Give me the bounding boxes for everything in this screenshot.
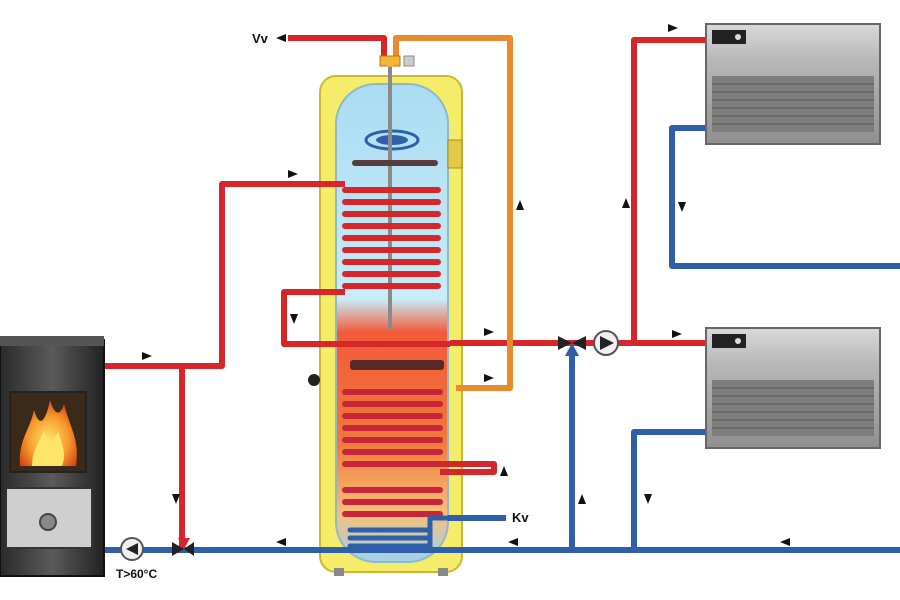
fire-icon (19, 400, 77, 466)
return-pump-icon (120, 537, 144, 561)
three-way-valve-icon (558, 336, 586, 356)
thermostat-box (447, 139, 463, 169)
radiator-lower-control-panel (712, 334, 746, 348)
tank-foot-left (334, 568, 344, 576)
label-return-temperature: T>60°C (116, 567, 157, 581)
bypass-valve-icon (172, 538, 194, 556)
dhw-loop-pipe (393, 35, 513, 391)
upper-heat-exchanger-coil (342, 187, 441, 289)
mixing-valve-top (379, 55, 415, 67)
circulation-pump-icon (593, 330, 619, 356)
stove-door-knob (39, 513, 57, 531)
wood-stove (0, 336, 105, 577)
label-cold-water-inlet: Kv (512, 510, 529, 525)
cold-pipes (104, 125, 900, 553)
stove-ash-door (5, 487, 93, 549)
tank-foot-right (438, 568, 448, 576)
upper-heating-element (352, 160, 438, 166)
radiator-upper (705, 23, 881, 145)
cold-water-coil (347, 515, 503, 549)
radiator-upper-control-panel (712, 30, 746, 44)
label-hot-water-outlet: Vv (252, 31, 269, 46)
thermometer-knob (308, 374, 320, 386)
radiator-lower (705, 327, 881, 449)
radiator-upper-grille (712, 76, 874, 132)
lower-heat-exchanger-coil (342, 389, 443, 517)
radiator-lower-grille (712, 380, 874, 436)
flow-arrow-icon (142, 24, 790, 546)
stove-top (0, 336, 104, 346)
electric-heating-element (350, 360, 444, 370)
